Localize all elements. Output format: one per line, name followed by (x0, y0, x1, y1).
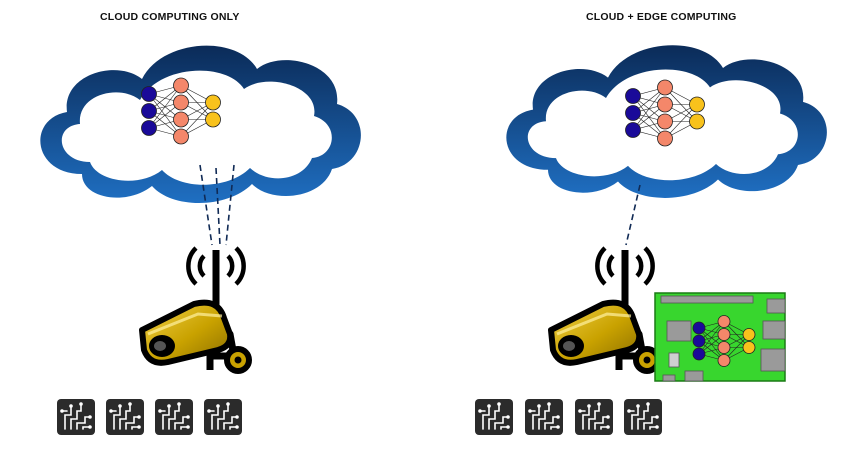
panel-title-right: CLOUD + EDGE COMPUTING (586, 11, 737, 23)
nn-input-node (692, 347, 706, 361)
nn-input-node (625, 122, 641, 138)
nn-hidden-node (173, 94, 189, 111)
nn-hidden-node (717, 341, 731, 354)
cloud-icon (40, 45, 361, 204)
chip-row-left (56, 398, 243, 436)
nn-output-node (205, 111, 221, 128)
nn-input-node (141, 103, 157, 119)
right-panel (474, 45, 827, 436)
nn-hidden-node (657, 79, 673, 96)
circuit-chip-icon (623, 398, 663, 436)
left-panel (40, 45, 361, 436)
circuit-chip-icon (105, 398, 145, 436)
neural-network-diagram (141, 77, 221, 145)
nn-input-node (692, 334, 706, 348)
nn-output-node (689, 96, 705, 113)
single-board-computer-icon (654, 292, 786, 382)
nn-hidden-node (657, 130, 673, 147)
nn-hidden-node (717, 328, 731, 341)
nn-input-node (141, 120, 157, 136)
connection-links (199, 164, 235, 246)
circuit-chip-icon (524, 398, 564, 436)
connection-links (625, 184, 641, 246)
nn-input-node (625, 105, 641, 121)
nn-output-node (205, 94, 221, 111)
circuit-chip-icon (574, 398, 614, 436)
nn-hidden-node (717, 315, 731, 328)
chip-row-right (474, 398, 663, 436)
nn-output-node (742, 341, 756, 354)
neural-network-diagram (692, 315, 756, 367)
nn-output-node (689, 113, 705, 130)
nn-hidden-node (173, 111, 189, 128)
nn-input-node (625, 88, 641, 104)
nn-hidden-node (717, 354, 731, 367)
nn-connection (632, 87, 666, 131)
nn-input-node (141, 86, 157, 102)
nn-connection (698, 321, 725, 355)
nn-hidden-node (657, 96, 673, 113)
circuit-chip-icon (474, 398, 514, 436)
nn-hidden-node (657, 113, 673, 130)
circuit-chip-icon (154, 398, 194, 436)
nn-hidden-node (173, 77, 189, 94)
nn-connection (148, 85, 182, 129)
circuit-chip-icon (203, 398, 243, 436)
nn-input-node (692, 321, 706, 335)
panel-title-left: CLOUD COMPUTING ONLY (100, 11, 240, 23)
nn-output-node (742, 328, 756, 341)
nn-hidden-node (173, 128, 189, 145)
circuit-chip-icon (56, 398, 96, 436)
neural-network-diagram (625, 79, 705, 147)
